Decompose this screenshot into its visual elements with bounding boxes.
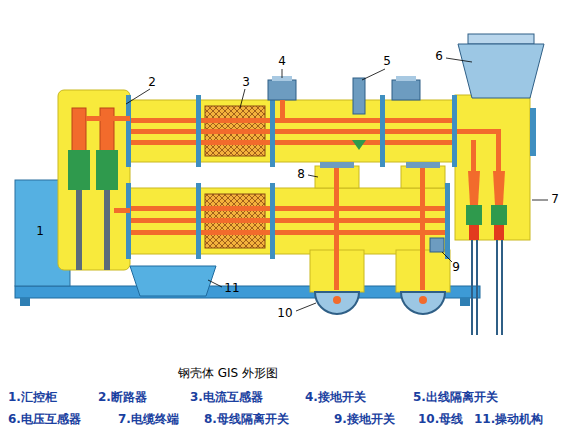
figure-caption: 钢壳体 GIS 外形图 bbox=[178, 367, 278, 380]
earthing-switch bbox=[430, 238, 444, 252]
callout-number: 3 bbox=[242, 76, 250, 89]
conductor bbox=[114, 208, 130, 213]
legend-item: 3.电流互感器 bbox=[190, 391, 263, 404]
voltage-transformer-cap bbox=[468, 34, 534, 44]
leader-line bbox=[362, 69, 385, 80]
cable-gland bbox=[469, 225, 479, 240]
flange bbox=[452, 95, 457, 167]
legend-item: 5.出线隔离开关 bbox=[413, 391, 498, 404]
flange bbox=[270, 183, 275, 259]
callout-number: 7 bbox=[551, 193, 559, 206]
cable-termination-stress-cone bbox=[466, 205, 482, 225]
conductor bbox=[334, 168, 339, 290]
leader-line bbox=[126, 89, 150, 104]
base-foot bbox=[460, 298, 470, 306]
leader-line bbox=[532, 200, 548, 201]
disconnector-cap bbox=[320, 162, 354, 168]
callout-number: 8 bbox=[297, 168, 305, 181]
disconnector-contact bbox=[352, 140, 366, 150]
leader-line bbox=[282, 69, 283, 78]
flange bbox=[196, 95, 201, 167]
leader-line bbox=[240, 89, 245, 108]
conductor bbox=[130, 206, 448, 211]
legend-item: 7.电缆终端 bbox=[118, 413, 179, 426]
conductor bbox=[130, 129, 455, 134]
breaker-rod bbox=[76, 190, 82, 270]
callout-number: 9 bbox=[452, 261, 460, 274]
conductor bbox=[455, 129, 500, 134]
busbar-enclosure bbox=[401, 292, 445, 314]
conductor bbox=[420, 168, 425, 290]
earthing-switch bbox=[392, 80, 420, 100]
busbar-conductor bbox=[333, 296, 341, 304]
cable-termination-housing bbox=[455, 95, 530, 240]
legend-item: 8.母线隔离开关 bbox=[204, 413, 289, 426]
leader-line bbox=[296, 303, 316, 311]
callout-number: 2 bbox=[148, 76, 156, 89]
operating-mechanism bbox=[130, 266, 216, 296]
earthing-contact bbox=[280, 100, 285, 118]
conductor bbox=[130, 140, 455, 145]
busbar-conductor bbox=[419, 296, 427, 304]
cable bbox=[472, 240, 502, 335]
disconnector-cap bbox=[406, 162, 440, 168]
busbar-enclosure bbox=[315, 292, 359, 314]
legend-item: 1.汇控柜 bbox=[8, 391, 57, 404]
leader-line bbox=[208, 280, 222, 287]
flange bbox=[445, 183, 450, 259]
leader-line bbox=[442, 252, 452, 262]
breaker-rod bbox=[104, 190, 110, 270]
cable-termination bbox=[493, 171, 505, 205]
legend-item: 2.断路器 bbox=[98, 391, 147, 404]
breaker-insulator bbox=[96, 150, 118, 190]
legend-item: 9.接地开关 bbox=[334, 413, 395, 426]
conductor bbox=[496, 129, 501, 171]
callout-number: 6 bbox=[435, 50, 443, 63]
conductor bbox=[471, 140, 476, 171]
legend-item: 4.接地开关 bbox=[305, 391, 366, 404]
flange bbox=[270, 95, 275, 167]
legend-item: 10.母线 bbox=[418, 413, 463, 426]
conductor bbox=[86, 116, 130, 121]
upper-tube bbox=[128, 100, 458, 162]
voltage-transformer bbox=[458, 44, 544, 98]
conductor bbox=[130, 218, 448, 223]
flange bbox=[530, 108, 536, 156]
flange bbox=[380, 95, 385, 167]
base-foot bbox=[20, 298, 30, 306]
line-disconnector bbox=[353, 78, 365, 114]
callout-number: 1 bbox=[36, 225, 44, 238]
cable-termination-stress-cone bbox=[491, 205, 507, 225]
callout-number: 10 bbox=[277, 307, 292, 320]
breaker-insulator bbox=[68, 150, 90, 190]
leader-line bbox=[446, 58, 472, 62]
earthing-switch-cap bbox=[396, 76, 416, 81]
cable-gland bbox=[494, 225, 504, 240]
leader-line bbox=[308, 175, 318, 177]
lower-tube bbox=[128, 188, 448, 254]
legend-item: 11.操动机构 bbox=[474, 413, 543, 426]
flange bbox=[126, 95, 131, 167]
breaker-housing bbox=[58, 90, 130, 270]
callout-number: 4 bbox=[278, 55, 286, 68]
cable-termination bbox=[468, 171, 480, 205]
conductor bbox=[130, 230, 448, 235]
legend-item: 6.电压互感器 bbox=[8, 413, 81, 426]
earthing-switch bbox=[268, 80, 296, 100]
conductor bbox=[130, 118, 455, 123]
leader-lines bbox=[126, 58, 548, 311]
flange bbox=[126, 183, 131, 259]
callout-number: 5 bbox=[383, 55, 391, 68]
callout-number: 11 bbox=[224, 282, 239, 295]
flange bbox=[196, 183, 201, 259]
